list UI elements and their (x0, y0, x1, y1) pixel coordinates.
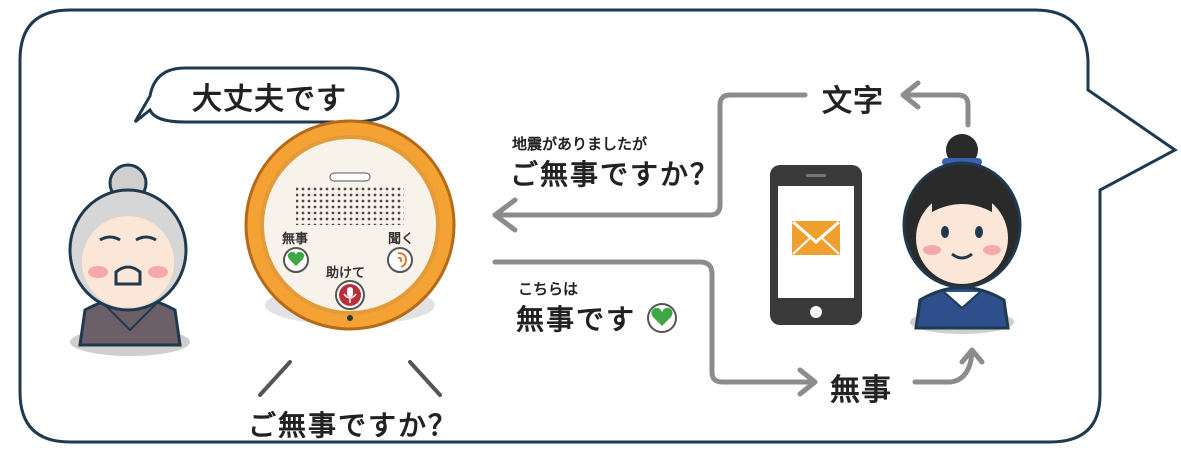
safe-to-operator-arrow (912, 349, 975, 385)
smartphone (770, 165, 862, 325)
heart-icon (287, 251, 305, 266)
ear-icon (397, 252, 408, 268)
safe-status-label: 無事 (830, 373, 892, 408)
reply-heart-badge (647, 303, 677, 333)
device-help-button-label: 助けて (326, 266, 366, 281)
mail-icon (792, 220, 840, 255)
listen-button[interactable] (387, 247, 413, 273)
reply-arrow (492, 259, 815, 385)
heart-icon (651, 307, 673, 326)
device-safe-button-label: 無事 (282, 232, 309, 247)
operator-to-text-arrow (902, 92, 971, 128)
question-small-text: 地震がありましたが (512, 135, 648, 153)
help-button[interactable] (335, 280, 365, 310)
sound-line-left (258, 360, 292, 397)
elder-speech-text: 大丈夫です (192, 82, 347, 117)
device-listen-button-label: 聞く (388, 232, 415, 247)
reply-small-text: こちらは (518, 280, 579, 298)
operator-to-text-arrowhead (900, 80, 921, 110)
question-arrow (492, 92, 808, 218)
safe-button[interactable] (283, 247, 309, 273)
speaker-grille (296, 185, 404, 225)
reply-big-text: 無事です (516, 303, 637, 336)
safety-device (244, 119, 456, 331)
reply-arrowhead (797, 367, 818, 397)
elder-character (68, 163, 190, 356)
question-arrowhead (492, 197, 518, 233)
sound-line-right (408, 360, 442, 397)
question-big-text: ご無事ですか？ (510, 158, 721, 191)
microphone-icon (343, 287, 357, 303)
safe-to-operator-arrowhead (959, 347, 985, 365)
text-message-label: 文字 (822, 84, 884, 119)
device-voice-text: ご無事ですか？ (248, 409, 459, 442)
operator-character (902, 134, 1022, 334)
